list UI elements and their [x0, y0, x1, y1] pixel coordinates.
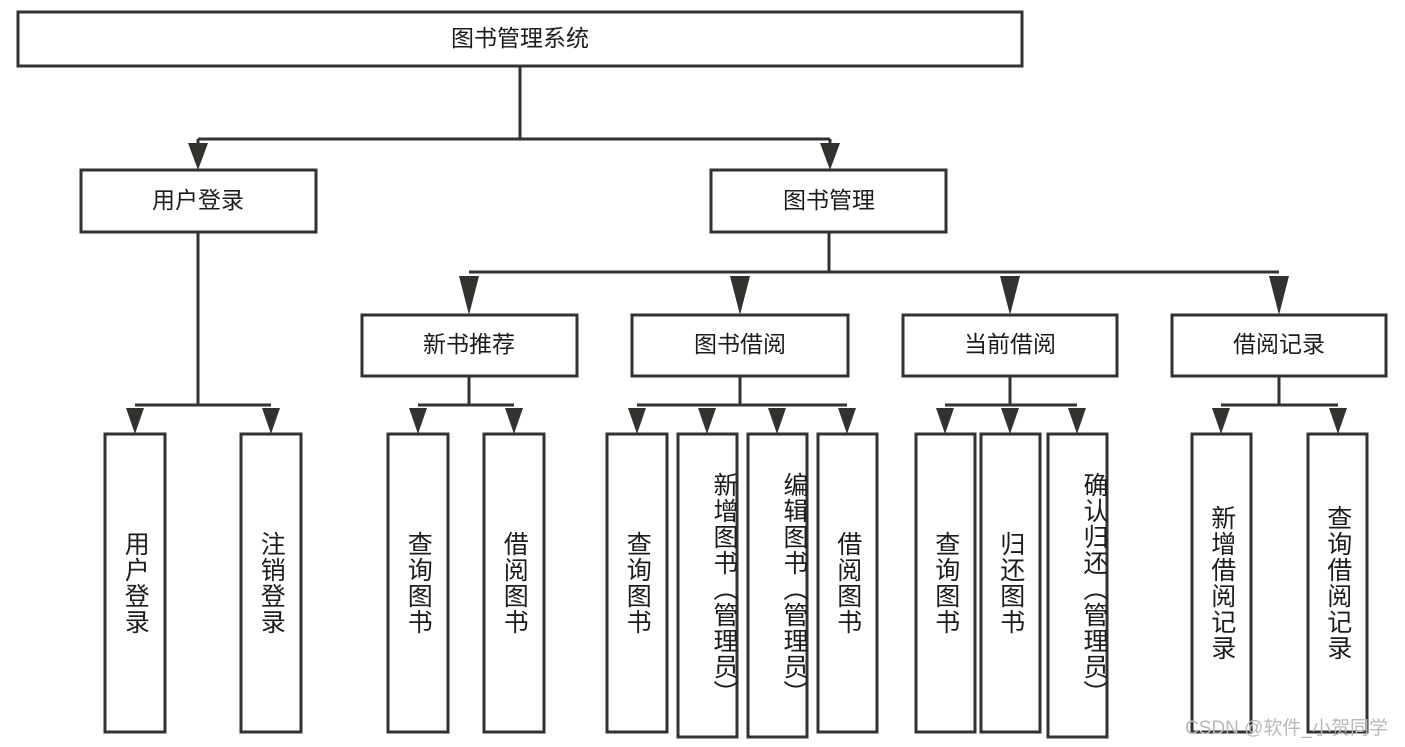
node-root[interactable]: 图书管理系统	[16, 10, 1024, 68]
node-user-login[interactable]: 用户登录	[79, 168, 318, 234]
leaf-box-edit-book-admin[interactable]	[746, 432, 809, 739]
arrow-head-icon	[820, 143, 840, 170]
node-book-management[interactable]: 图书管理	[709, 168, 948, 234]
node-book-borrow-box[interactable]	[630, 313, 850, 378]
node-new-book-recommend-box[interactable]	[360, 313, 579, 378]
arrow-head-icon	[409, 408, 427, 434]
leaf-box-user-logout[interactable]	[239, 432, 303, 734]
node-borrow-record[interactable]: 借阅记录	[1170, 313, 1388, 378]
node-current-borrow-box[interactable]	[901, 313, 1119, 378]
leaf-box-add-book-admin[interactable]	[676, 432, 739, 739]
arrow-head-icon	[1001, 408, 1019, 434]
arrow-head-icon	[1068, 408, 1086, 434]
connector-root-to-level2	[188, 66, 840, 170]
connector-borrowrecord-to-leaves	[1212, 376, 1347, 434]
arrow-head-icon	[1269, 276, 1289, 315]
watermark-text: CSDN @软件_小贺同学	[1185, 718, 1388, 739]
arrow-head-icon	[936, 408, 954, 434]
node-book-borrow[interactable]: 图书借阅	[630, 313, 850, 378]
node-new-book-recommend[interactable]: 新书推荐	[360, 313, 579, 378]
leaf-box-query-book-new[interactable]	[386, 432, 450, 734]
node-current-borrow[interactable]: 当前借阅	[901, 313, 1119, 378]
arrow-head-icon	[262, 408, 280, 434]
leaf-box-add-borrow-record[interactable]	[1190, 432, 1253, 734]
connector-bookmgmt-to-level3	[459, 232, 1289, 315]
leaf-box-borrow-book[interactable]	[816, 432, 879, 734]
leaf-box-query-borrow-record[interactable]	[1306, 432, 1369, 734]
node-user-login-label: 用户登录	[152, 187, 244, 213]
connector-bookborrow-to-leaves	[628, 376, 856, 434]
arrow-head-icon	[188, 143, 208, 170]
node-user-login-box[interactable]	[79, 168, 318, 234]
arrow-head-icon	[730, 276, 750, 315]
arrow-head-icon	[1329, 408, 1347, 434]
node-borrow-record-box[interactable]	[1170, 313, 1388, 378]
node-book-borrow-label: 图书借阅	[694, 331, 786, 357]
arrow-head-icon	[698, 408, 716, 434]
node-borrow-record-label: 借阅记录	[1233, 331, 1325, 357]
leaf-box-confirm-return-admin[interactable]	[1046, 432, 1109, 739]
leaf-box-return-book[interactable]	[979, 432, 1042, 734]
arrow-head-icon	[1000, 276, 1020, 315]
arrow-head-icon	[1212, 408, 1230, 434]
arrow-head-icon	[628, 408, 646, 434]
connector-newbook-to-leaves	[409, 376, 523, 434]
connector-userlogin-to-leaves	[126, 232, 280, 434]
leaf-box-borrow-book-new[interactable]	[482, 432, 546, 734]
node-new-book-recommend-label: 新书推荐	[423, 331, 515, 357]
leaf-box-query-book-borrow[interactable]	[605, 432, 669, 734]
node-book-management-box[interactable]	[709, 168, 948, 234]
node-current-borrow-label: 当前借阅	[964, 331, 1056, 357]
node-root-label: 图书管理系统	[451, 25, 589, 51]
node-book-management-label: 图书管理	[783, 187, 875, 213]
leaf-box-query-book-current[interactable]	[914, 432, 977, 734]
arrow-head-icon	[459, 276, 479, 315]
node-root-box[interactable]	[16, 10, 1024, 68]
arrow-head-icon	[838, 408, 856, 434]
arrow-head-icon	[768, 408, 786, 434]
arrow-head-icon	[505, 408, 523, 434]
leaf-box-user-login[interactable]	[103, 432, 167, 734]
arrow-head-icon	[126, 408, 144, 434]
connector-currentborrow-to-leaves	[936, 376, 1086, 434]
